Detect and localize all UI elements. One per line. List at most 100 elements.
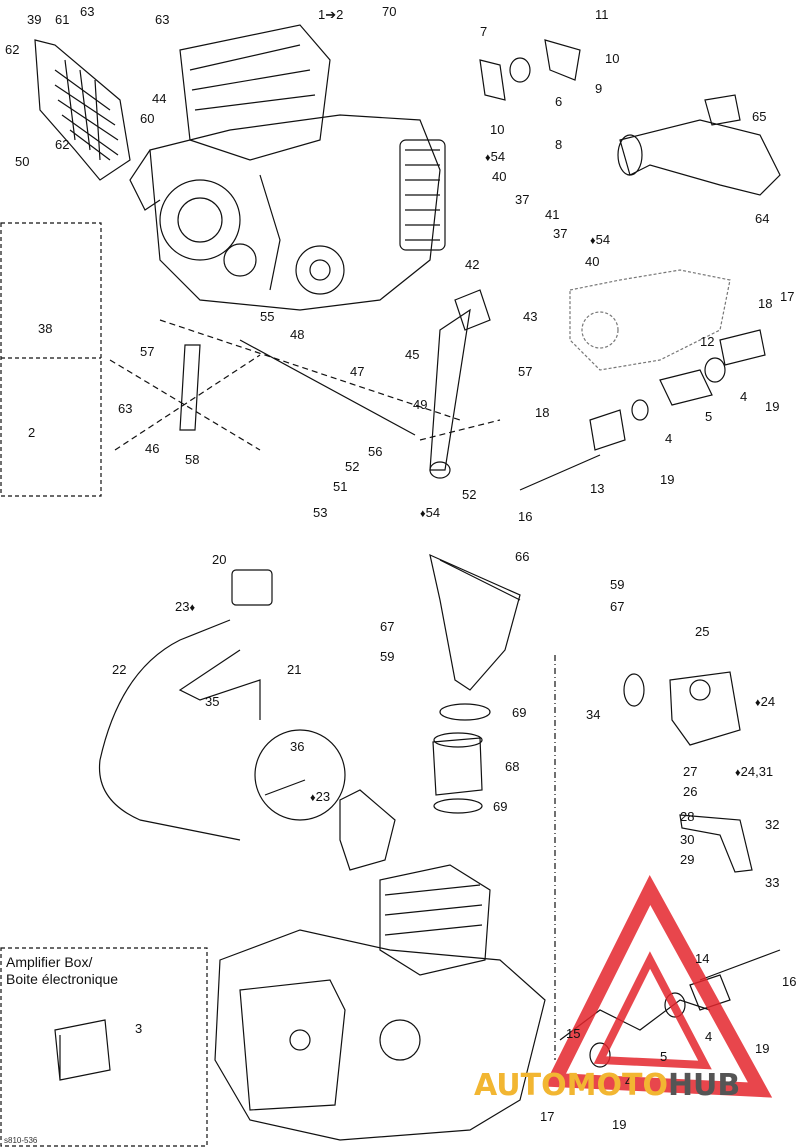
- watermark-logo: [543, 874, 773, 1098]
- callout-42: 42: [465, 257, 480, 272]
- callout-38: 38: [38, 321, 53, 336]
- callout-59: 59: [610, 577, 625, 592]
- callout-47: 47: [350, 364, 365, 379]
- callout-11: 11: [595, 7, 609, 22]
- callout-52: 52: [462, 487, 477, 502]
- callout-57: 57: [140, 344, 155, 359]
- callout-13: 13: [590, 481, 605, 496]
- callout-64: 64: [755, 211, 770, 226]
- callout-17: 17: [540, 1109, 555, 1124]
- callout-54: ♦54: [485, 149, 506, 165]
- callout-32: 32: [765, 817, 780, 832]
- callout-36: 36: [290, 739, 305, 754]
- arm-45: [429, 308, 471, 471]
- callout-20: 20: [212, 552, 227, 567]
- callout-63: 63: [155, 12, 170, 27]
- support-43: [454, 289, 491, 331]
- callout-3: 3: [135, 1021, 143, 1036]
- callout-40: 40: [585, 254, 600, 269]
- callout-51: 51: [333, 479, 348, 494]
- carburetor-drawing: [554, 655, 741, 1060]
- callout-56: 56: [368, 444, 383, 459]
- engine-lower-drawing: [214, 864, 546, 1141]
- callout-67: 67: [610, 599, 625, 614]
- callout-70: 70: [382, 4, 397, 19]
- watermark-auto: AUTO: [474, 1068, 567, 1103]
- engine-side-sketch: [569, 269, 731, 371]
- ecu-harness-drawing: [98, 569, 396, 871]
- callout-17: 17: [780, 289, 795, 304]
- callout-68: 68: [505, 759, 520, 774]
- callout-7: 7: [480, 24, 488, 39]
- callout-22: 22: [112, 662, 127, 677]
- callout-49: 49: [413, 397, 428, 412]
- callout-21: 21: [287, 662, 302, 677]
- callout-44: 44: [152, 91, 167, 106]
- callout-19: 19: [755, 1041, 770, 1056]
- amplifier-box-title-en: Amplifier Box/: [6, 954, 93, 970]
- callout-2: 2: [28, 425, 36, 440]
- callout-37: 37: [515, 192, 530, 207]
- callout-12: 12: [700, 334, 715, 349]
- callout-53: 53: [313, 505, 328, 520]
- callout-69: 69: [493, 799, 508, 814]
- watermark-text: AUTOMOTOHUB: [474, 1068, 740, 1103]
- callout-66: 66: [515, 549, 530, 564]
- callout-18: 18: [758, 296, 773, 311]
- callout-15: 15: [566, 1026, 581, 1041]
- callout-4: 4: [705, 1029, 713, 1044]
- callout-5: 5: [705, 409, 713, 424]
- callout-39: 39: [27, 12, 42, 27]
- figure-code: s810-536: [4, 1136, 38, 1145]
- callout-19: 19: [660, 472, 675, 487]
- air-intake-drawing: [429, 553, 521, 691]
- clamp-69-lower: [433, 798, 483, 814]
- callout-23: 23♦: [175, 599, 196, 615]
- callout-19: 19: [765, 399, 780, 414]
- callout-37: 37: [553, 226, 568, 241]
- amplifier-box-panel: [0, 947, 208, 1147]
- rod-47: [239, 339, 416, 436]
- callout-65: 65: [752, 109, 767, 124]
- amplifier-box-title: Amplifier Box/ Boite électronique: [6, 954, 118, 988]
- callout-40: 40: [492, 169, 507, 184]
- callout-16: 16: [782, 974, 797, 989]
- mount-6: [509, 57, 531, 83]
- callout-29: 29: [680, 852, 695, 867]
- bracket-7: [479, 59, 506, 101]
- callout-25: 25: [695, 624, 710, 639]
- watermark-hub: HUB: [667, 1068, 741, 1103]
- bracket-46: [179, 344, 201, 431]
- callout-14: 14: [695, 951, 710, 966]
- callout-52: 52: [345, 459, 360, 474]
- callout-62: 62: [5, 42, 20, 57]
- callout-34: 34: [586, 707, 601, 722]
- callout-24-31: ♦24,31: [735, 764, 774, 780]
- callout-18: 18: [535, 405, 550, 420]
- callout-10: 10: [605, 51, 620, 66]
- callout-9: 9: [595, 81, 603, 96]
- callout-6: 6: [555, 94, 563, 109]
- callout-24: ♦24: [755, 694, 776, 710]
- callout-41: 41: [545, 207, 560, 222]
- bracket-28: [679, 814, 753, 873]
- exhaust-pipe-drawing: [617, 94, 781, 196]
- callout-26: 26: [683, 784, 698, 799]
- callout-61: 61: [55, 12, 70, 27]
- callout-33: 33: [765, 875, 780, 890]
- callout-8: 8: [555, 137, 563, 152]
- callout-19: 19: [612, 1117, 627, 1132]
- callout-69: 69: [512, 705, 527, 720]
- amplifier-box-title-fr: Boite électronique: [6, 971, 119, 987]
- callout-58: 58: [185, 452, 200, 467]
- callout-62: 62: [55, 137, 70, 152]
- callout-27: 27: [683, 764, 698, 779]
- callout-4: 4: [740, 389, 748, 404]
- watermark-moto: MOTO: [566, 1068, 668, 1103]
- callout-45: 45: [405, 347, 420, 362]
- boot-68: [432, 737, 483, 796]
- callout-35: 35: [205, 694, 220, 709]
- callout-4: 4: [625, 1074, 633, 1089]
